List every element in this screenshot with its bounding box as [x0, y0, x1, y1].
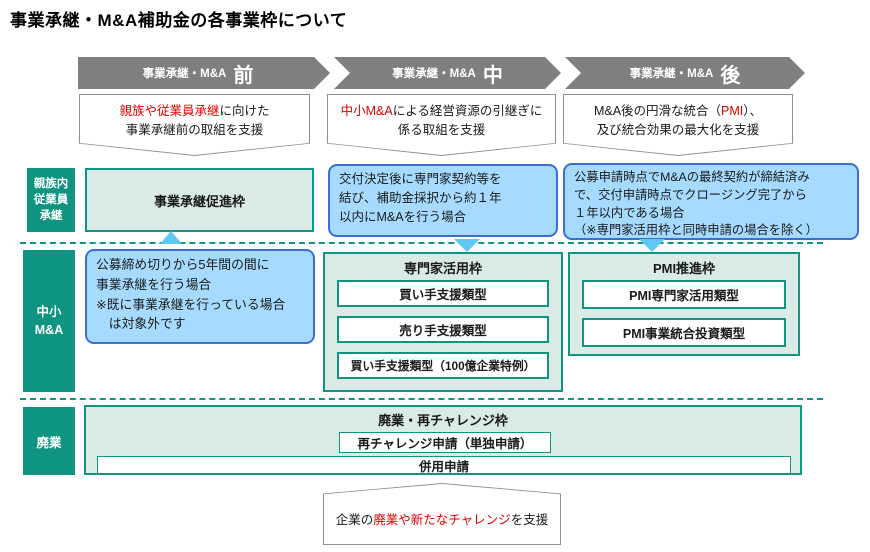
- closure-support-callout: 企業の廃業や新たなチャレンジを支援: [323, 483, 561, 545]
- separator-dashed-bottom: [20, 398, 823, 400]
- row-label-sme-ma: 中小 M&A: [23, 250, 75, 392]
- closure-rechallenge-frame-title: 廃業・再チャレンジ枠: [378, 413, 508, 428]
- stage-arrow-during: 事業承継・M&A 中: [334, 57, 561, 89]
- stage-arrow-prefix: 事業承継・M&A: [142, 68, 227, 80]
- row-label-family-employee-succession: 親族内 従業員 承継: [27, 168, 75, 232]
- pointer-up-icon: [160, 231, 182, 244]
- stage-description-text: M&A後の円滑な統合（PMI）、及び統合効果の最大化を支援: [564, 95, 792, 155]
- expert-utilization-frame-title: 専門家活用枠: [403, 261, 482, 276]
- stage-description-text: 親族や従業員承継に向けた事業承継前の取組を支援: [80, 95, 309, 155]
- pmi-promotion-frame: PMI推進枠 PMI専門家活用類型 PMI事業統合投資類型: [568, 252, 800, 356]
- succession-promotion-frame: 事業承継促進枠: [85, 168, 314, 232]
- page-title: 事業承継・M&A補助金の各事業枠について: [10, 11, 348, 30]
- note-final-contract: 公募申請時点でM&Aの最終契約が締結済み で、交付申請時点でクロージング完了から…: [563, 163, 859, 240]
- closure-support-text: 企業の廃業や新たなチャレンジを支援: [324, 484, 560, 544]
- pointer-down-icon: [639, 239, 665, 252]
- stage-description-after: M&A後の円滑な統合（PMI）、及び統合効果の最大化を支援: [563, 94, 793, 156]
- pmi-business-integration-investment-type: PMI事業統合投資類型: [582, 318, 786, 347]
- row-label-closure: 廃業: [23, 407, 75, 475]
- seller-support-type: 売り手支援類型: [337, 316, 549, 343]
- buyer-support-type-10b-exception: 買い手支援類型（100億企業特例）: [337, 352, 549, 379]
- buyer-support-type: 買い手支援類型: [337, 280, 549, 307]
- stage-description-text: 中小M&Aによる経営資源の引継ぎに係る取組を支援: [328, 95, 555, 155]
- stage-arrow-stage: 後: [720, 64, 741, 87]
- closure-rechallenge-frame: 廃業・再チャレンジ枠 再チャレンジ申請（単独申請） 併用申請: [84, 405, 802, 475]
- stage-description-before: 親族や従業員承継に向けた事業承継前の取組を支援: [79, 94, 310, 156]
- rechallenge-single-application: 再チャレンジ申請（単独申請）: [339, 432, 551, 453]
- stage-arrow-stage: 前: [233, 64, 254, 87]
- note-expert-contract: 交付決定後に専門家契約等を 結び、補助金採択から約１年 以内にM&Aを行う場合: [328, 164, 558, 237]
- pmi-expert-utilization-type: PMI専門家活用類型: [582, 280, 786, 309]
- stage-arrow-prefix: 事業承継・M&A: [392, 68, 476, 80]
- pointer-down-icon: [454, 239, 480, 252]
- pmi-promotion-frame-title: PMI推進枠: [652, 261, 716, 276]
- combined-application: 併用申請: [97, 456, 791, 474]
- expert-utilization-frame: 専門家活用枠 買い手支援類型 売り手支援類型 買い手支援類型（100億企業特例）: [323, 252, 563, 392]
- stage-arrow-stage: 中: [482, 64, 503, 87]
- note-succession-within-5-years: 公募締め切りから5年間の間に 事業承継を行う場合 ※既に事業承継を行っている場合…: [85, 249, 315, 344]
- separator-dashed-top: [20, 242, 823, 244]
- stage-arrow-before: 事業承継・M&A 前: [78, 57, 330, 89]
- stage-arrow-prefix: 事業承継・M&A: [629, 68, 714, 80]
- stage-arrow-after: 事業承継・M&A 後: [565, 57, 805, 89]
- stage-description-during: 中小M&Aによる経営資源の引継ぎに係る取組を支援: [327, 94, 556, 156]
